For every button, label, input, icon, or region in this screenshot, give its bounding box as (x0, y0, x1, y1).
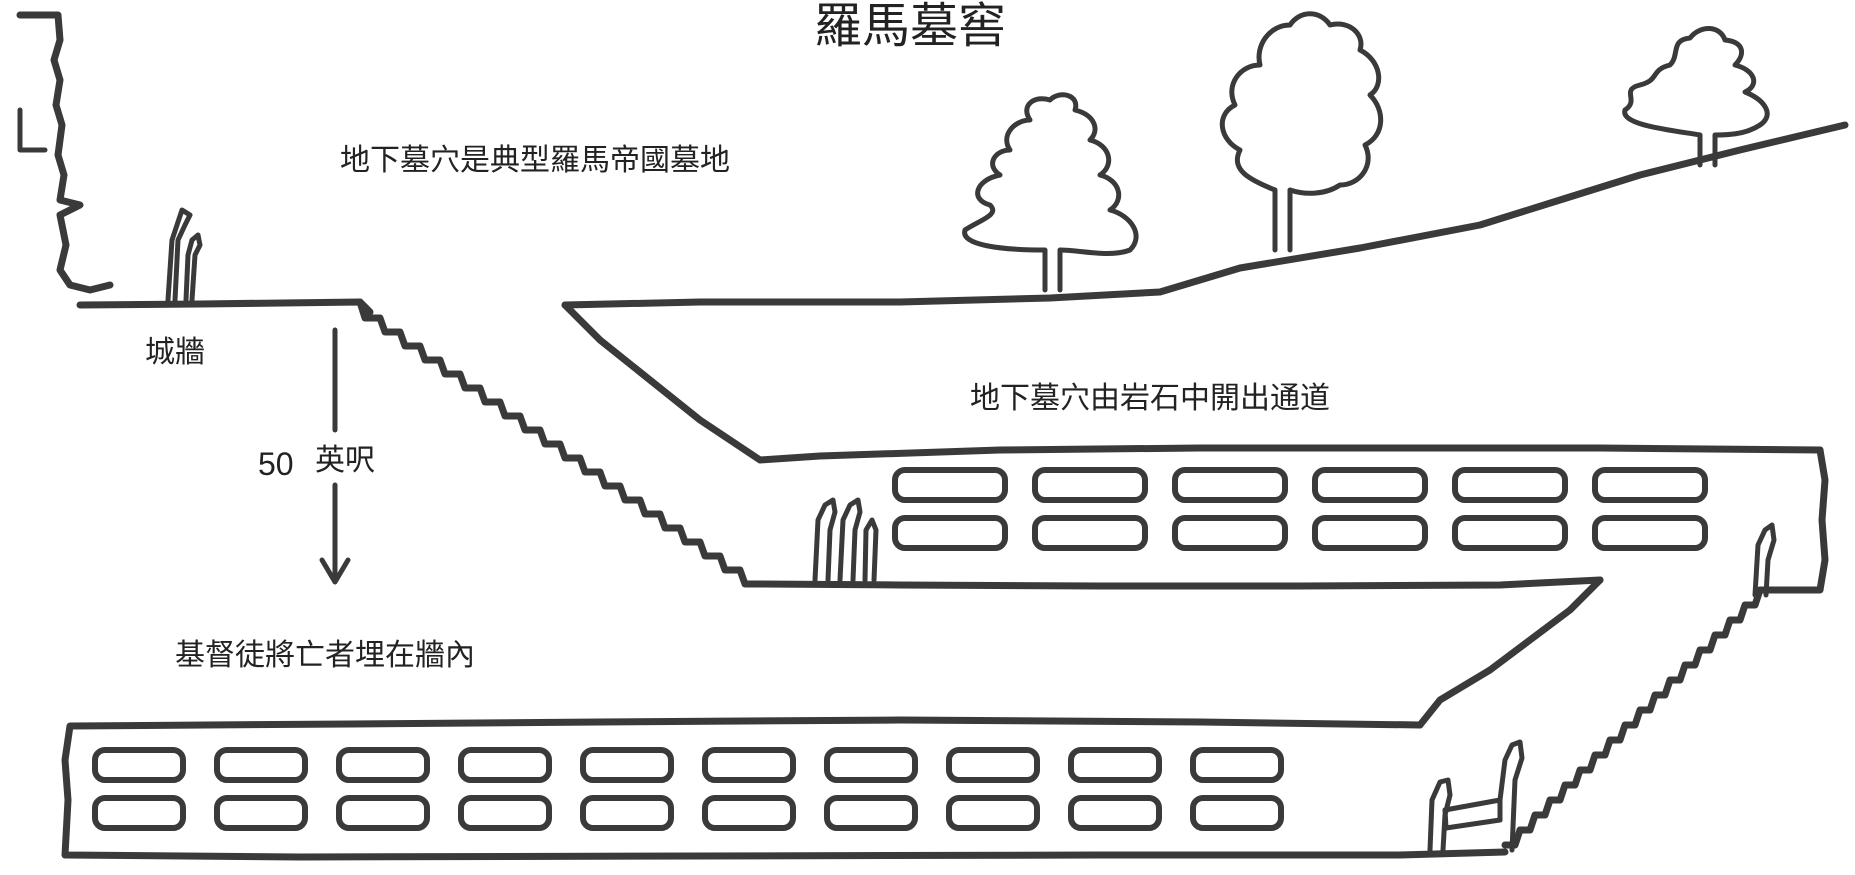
depth-number-label: 50 (258, 446, 294, 482)
loculus-niche (1068, 795, 1162, 831)
loculus-niche (92, 747, 186, 783)
loculus-niche (214, 747, 308, 783)
depth-arrow (319, 327, 351, 585)
loculus-niche (458, 795, 552, 831)
loculus-niche (1312, 467, 1428, 503)
connecting-ramp (1416, 576, 1604, 729)
city-wall-cliff (16, 11, 114, 294)
figures-city-wall (165, 207, 203, 303)
tree-left (962, 92, 1139, 293)
loculus-niche (1190, 747, 1284, 783)
figures-carrying-body (1427, 739, 1525, 853)
loculus-niche (458, 747, 552, 783)
loculus-niche (336, 795, 430, 831)
loculus-niche (946, 795, 1040, 831)
loculus-niche (824, 795, 918, 831)
loculus-niche (1032, 515, 1148, 551)
upper-gallery-loculi (892, 467, 1708, 551)
loculus-niche (1172, 467, 1288, 503)
loculus-niche (824, 747, 918, 783)
city-wall-line (17, 107, 48, 153)
city-wall-label: 城牆 (145, 335, 205, 370)
christian-burial-label: 基督徒將亡者埋在牆內 (175, 638, 475, 673)
loculus-niche (1592, 515, 1708, 551)
loculus-niche (1592, 467, 1708, 503)
loculus-niche (892, 515, 1008, 551)
lower-gallery-loculi (92, 747, 1284, 831)
right-staircase (1501, 586, 1764, 849)
loculus-niche (1452, 467, 1568, 503)
right-ground-line (561, 121, 1849, 309)
rock-passages-label: 地下墓穴由岩石中開出通道 (970, 381, 1330, 416)
loculus-niche (1190, 795, 1284, 831)
diagram-title: 羅馬墓窖 (814, 0, 1006, 54)
loculus-niche (1312, 515, 1428, 551)
loculus-niche (336, 747, 430, 783)
loculus-niche (1452, 515, 1568, 551)
loculus-niche (702, 747, 796, 783)
descending-staircase (356, 298, 764, 588)
left-ground-line (76, 298, 374, 316)
upper-gallery-right-wall (1756, 446, 1829, 594)
loculus-niche (1032, 467, 1148, 503)
loculus-niche (1068, 747, 1162, 783)
upper-gallery-slope (561, 301, 1824, 464)
typical-cemetery-label: 地下墓穴是典型羅馬帝國墓地 (340, 143, 730, 178)
loculus-niche (580, 795, 674, 831)
depth-unit-label: 英呎 (315, 443, 375, 478)
figure-right-staircase (1752, 522, 1777, 598)
tree-middle (1219, 11, 1384, 253)
tree-right (1622, 26, 1770, 168)
loculus-niche (946, 747, 1040, 783)
loculus-niche (702, 795, 796, 831)
loculus-niche (1172, 515, 1288, 551)
lower-gallery-outline (61, 716, 1509, 861)
loculus-niche (892, 467, 1008, 503)
upper-gallery-floor (756, 576, 1604, 590)
figures-upper-gallery (812, 497, 879, 583)
loculus-niche (214, 795, 308, 831)
loculus-niche (92, 795, 186, 831)
loculus-niche (580, 747, 674, 783)
